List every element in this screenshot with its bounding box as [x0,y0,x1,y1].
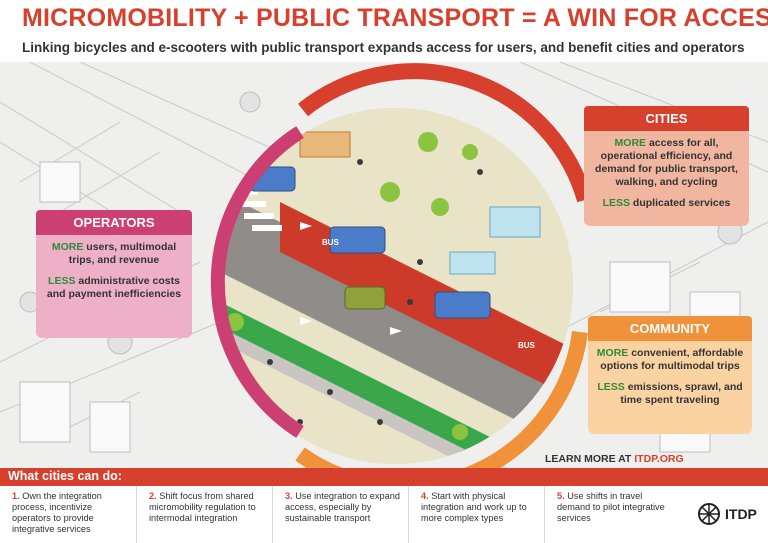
step-text: Use integration to expand access, especi… [285,491,400,523]
cities-less-text: duplicated services [630,197,731,209]
step-number: 1. [12,491,20,501]
operators-card: OPERATORS MORE users, multimodal trips, … [36,210,192,338]
operators-less-word: LESS [48,275,76,287]
cities-card: CITIES MORE access for all, operational … [584,106,749,226]
itdp-logo-icon [698,503,720,525]
steps-list: 1. Own the integration process, incentiv… [0,486,690,543]
operators-arc [210,126,304,438]
cities-more-word: MORE [614,137,647,149]
step-text: Start with physical integration and work… [421,491,527,523]
community-heading: COMMUNITY [588,316,752,341]
cities-arc [298,63,593,203]
cities-heading: CITIES [584,106,749,131]
page-title: MICROMOBILITY + PUBLIC TRANSPORT = A WIN… [22,4,768,32]
cities-less-word: LESS [602,197,631,209]
logo-text: ITDP [725,506,757,522]
cities-more-text: access for all, operational efficiency, … [595,137,738,188]
step-text: Use shifts in travel demand to pilot int… [557,491,665,523]
footer-bar: What cities can do: [0,468,768,486]
step-number: 5. [557,491,565,501]
header: MICROMOBILITY + PUBLIC TRANSPORT = A WIN… [0,0,768,62]
step-number: 4. [421,491,429,501]
step-text: Own the integration process, incentivize… [12,491,102,534]
step-5: 5. Use shifts in travel demand to pilot … [544,486,680,543]
learn-more: LEARN MORE AT ITDP.ORG [545,453,684,465]
community-less-word: LESS [597,381,625,393]
bus-lane-label-2: BUS [518,341,536,350]
step-1: 1. Own the integration process, incentiv… [0,486,136,543]
operators-less-text: administrative costs and payment ineffic… [46,275,182,300]
step-number: 3. [285,491,293,501]
bus-lane-label-1: BUS [322,238,340,247]
learn-more-prefix: LEARN MORE AT [545,453,635,465]
cities-body: MORE access for all, operational efficie… [584,131,749,216]
step-text: Shift focus from shared micromobility re… [149,491,256,523]
operators-body: MORE users, multimodal trips, and revenu… [36,235,192,307]
community-arc [295,330,588,468]
community-card: COMMUNITY MORE convenient, affordable op… [588,316,752,434]
community-more-word: MORE [596,347,629,359]
learn-more-link[interactable]: ITDP.ORG [634,453,684,465]
itdp-logo: ITDP [697,490,767,538]
page-subtitle: Linking bicycles and e-scooters with pub… [22,40,745,55]
step-number: 2. [149,491,157,501]
operators-heading: OPERATORS [36,210,192,235]
step-2: 2. Shift focus from shared micromobility… [136,486,272,543]
step-4: 4. Start with physical integration and w… [408,486,544,543]
footer-title: What cities can do: [8,469,122,483]
illustration-scene: BUS BUS CITIES MORE access for all, oper… [0,62,768,468]
operators-more-word: MORE [51,241,84,253]
step-3: 3. Use integration to expand access, esp… [272,486,408,543]
community-more-text: convenient, affordable options for multi… [600,347,744,372]
community-less-text: emissions, sprawl, and time spent travel… [620,381,743,406]
community-body: MORE convenient, affordable options for … [588,341,752,413]
operators-more-text: users, multimodal trips, and revenue [68,241,177,266]
